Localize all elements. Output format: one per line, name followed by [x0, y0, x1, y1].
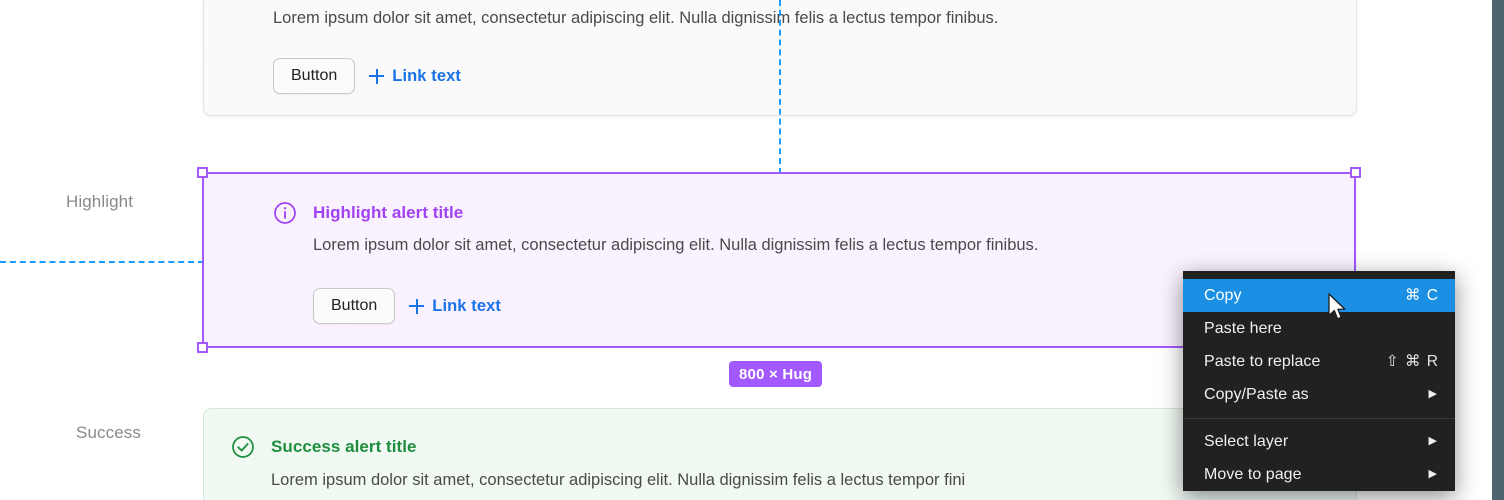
context-menu-item-copy[interactable]: Copy ⌘ C	[1183, 279, 1455, 312]
alert-button-neutral[interactable]: Button	[273, 58, 356, 94]
alert-body-neutral: Lorem ipsum dolor sit amet, consectetur …	[273, 9, 999, 27]
alert-body-highlight: Lorem ipsum dolor sit amet, consectetur …	[313, 236, 1039, 254]
context-menu-item-copy-paste-as[interactable]: Copy/Paste as ▶	[1183, 378, 1455, 411]
selection-size-badge: 800 × Hug	[729, 361, 823, 387]
vertical-alignment-guide	[779, 0, 781, 174]
context-menu-separator	[1183, 418, 1455, 419]
context-menu-item-paste-to-replace[interactable]: Paste to replace ⇧ ⌘ R	[1183, 345, 1455, 378]
context-menu-item-shortcut: ⌘ C	[1405, 287, 1439, 304]
info-circle-icon	[272, 200, 298, 226]
app-chrome-right-strip	[1492, 0, 1504, 500]
check-circle-icon	[230, 434, 256, 460]
plus-icon	[409, 298, 425, 314]
alert-body-success: Lorem ipsum dolor sit amet, consectetur …	[271, 471, 966, 489]
alert-link-neutral[interactable]: Link text	[369, 67, 461, 86]
alert-actions-highlight[interactable]: Button Link text	[313, 288, 501, 324]
submenu-arrow-icon: ▶	[1428, 388, 1437, 400]
alert-title-highlight: Highlight alert title	[313, 203, 464, 222]
horizontal-alignment-guide	[0, 261, 204, 263]
alert-link-label-highlight: Link text	[432, 296, 502, 315]
alert-link-label-neutral: Link text	[392, 66, 462, 85]
context-menu-item-shortcut: ⇧ ⌘ R	[1385, 353, 1439, 370]
alert-actions-neutral[interactable]: Button Link text	[273, 58, 461, 94]
context-menu-item-select-layer[interactable]: Select layer ▶	[1183, 425, 1455, 458]
context-menu-item-label: Select layer	[1204, 432, 1289, 450]
selection-handle-bottom-left[interactable]	[197, 342, 208, 353]
alert-card-success[interactable]: Success alert title Lorem ipsum dolor si…	[203, 408, 1357, 500]
context-menu-item-label: Copy/Paste as	[1204, 385, 1309, 403]
submenu-arrow-icon: ▶	[1428, 435, 1437, 447]
context-menu-item-move-to-page[interactable]: Move to page ▶	[1183, 458, 1455, 491]
selection-handle-top-left[interactable]	[197, 167, 208, 178]
alert-button-highlight[interactable]: Button	[313, 288, 396, 324]
alert-card-highlight[interactable]: Highlight alert title Lorem ipsum dolor …	[203, 173, 1357, 348]
alert-link-highlight[interactable]: Link text	[409, 297, 501, 316]
context-menu-item-label: Paste to replace	[1204, 352, 1321, 370]
plus-icon	[369, 68, 385, 84]
context-menu-item-label: Paste here	[1204, 319, 1282, 337]
context-menu-item-label: Move to page	[1204, 465, 1302, 483]
row-label-success: Success	[76, 423, 141, 442]
row-label-highlight: Highlight	[66, 192, 134, 211]
context-menu-item-paste-here[interactable]: Paste here	[1183, 312, 1455, 345]
context-menu-item-label: Copy	[1204, 286, 1242, 304]
selection-handle-top-right[interactable]	[1350, 167, 1361, 178]
submenu-arrow-icon: ▶	[1428, 468, 1437, 480]
alert-title-success: Success alert title	[271, 437, 417, 456]
